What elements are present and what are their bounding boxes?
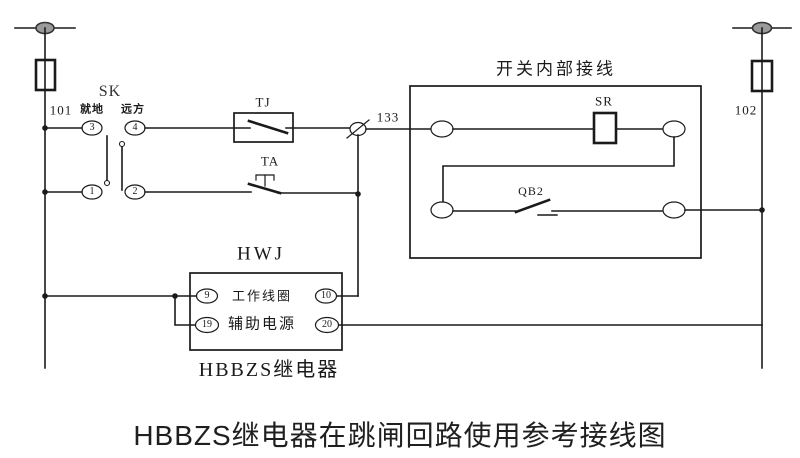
hwj-terminal-10: 10	[321, 290, 331, 301]
ta-label: TA	[260, 153, 280, 169]
box-terminal	[430, 201, 454, 219]
terminal-1	[81, 184, 103, 200]
sk-label: SK	[98, 83, 122, 100]
sk-local-label: 就地	[80, 103, 104, 116]
sk-terminal-4: 4	[132, 122, 138, 133]
relay-device-name: HBBZS继电器	[198, 359, 340, 381]
hwj-aux-text: 辅助电源	[227, 316, 297, 333]
hwj-terminal-19: 19	[202, 319, 212, 330]
ta-button-symbol	[144, 174, 359, 195]
hwj-terminal-20: 20	[322, 319, 332, 330]
left-bus	[14, 21, 76, 369]
qb2-label: QB2	[518, 184, 544, 198]
terminal-10	[314, 288, 338, 304]
terminal-9	[195, 288, 219, 304]
hwj-relay-symbol	[44, 272, 763, 351]
sk-terminal-3: 3	[89, 122, 95, 133]
tj-contact-symbol	[144, 112, 351, 143]
box-terminal	[662, 120, 686, 138]
terminal-19	[194, 316, 220, 334]
node-133-label: 133	[376, 109, 400, 125]
bus-101-label: 101	[49, 102, 73, 118]
sr-coil-icon	[592, 111, 618, 145]
hwj-coil-text: 工作线圈	[231, 288, 293, 304]
sk-switch-symbol	[44, 120, 146, 200]
bus-102-label: 102	[734, 102, 758, 118]
sr-label: SR	[595, 93, 613, 109]
hwj-box-outline	[189, 272, 343, 351]
switch-box-title: 开关内部接线	[496, 59, 616, 79]
sk-terminal-1: 1	[89, 186, 95, 197]
terminal-133-symbol	[336, 119, 432, 297]
terminal-3	[81, 120, 103, 136]
box-terminal	[430, 120, 454, 138]
fuse-icon	[34, 58, 57, 92]
fuse-icon	[750, 59, 774, 93]
diagram-caption: HBBZS继电器在跳闸回路使用参考接线图	[133, 420, 667, 451]
hwj-label: HWJ	[236, 243, 286, 265]
box-terminal	[662, 201, 686, 219]
hwj-terminal-9: 9	[204, 290, 210, 301]
switch-box-symbol	[409, 85, 763, 259]
switch-box-outline	[409, 85, 702, 259]
right-bus	[732, 21, 792, 369]
sk-terminal-2: 2	[132, 186, 138, 197]
sk-remote-label: 远方	[121, 103, 145, 116]
tj-label: TJ	[255, 94, 271, 110]
